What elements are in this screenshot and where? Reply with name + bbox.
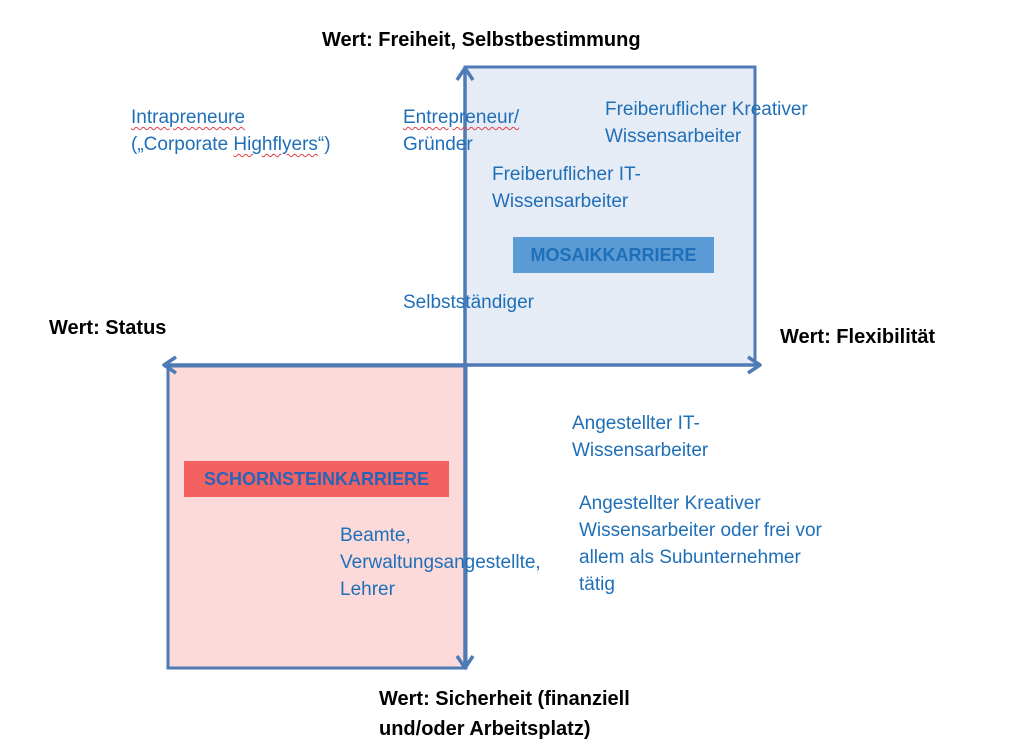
schornstein-quadrant bbox=[166, 364, 468, 670]
label-intrapreneure: Intrapreneure („Corporate Highflyers“) bbox=[131, 104, 331, 158]
intrapreneure-line1: Intrapreneure bbox=[131, 107, 246, 128]
intrapreneure-line2b: Highflyers bbox=[233, 134, 318, 155]
entrepreneur-line1: Entrepreneur/ bbox=[403, 107, 520, 128]
label-freiberufler-it: Freiberuflicher IT- Wissensarbeiter bbox=[492, 164, 641, 212]
label-angestellter-it: Angestellter IT- Wissensarbeiter bbox=[572, 413, 709, 461]
label-beamte: Beamte, Verwaltungsangestellte, Lehrer bbox=[340, 525, 541, 600]
intrapreneure-line2c: “) bbox=[317, 134, 331, 155]
down-arrowhead bbox=[455, 655, 475, 670]
axis-label-left: Wert: Status bbox=[49, 317, 167, 339]
right-arrowhead bbox=[747, 355, 762, 375]
axis-label-right: Wert: Flexibilität bbox=[780, 326, 936, 348]
left-arrowhead bbox=[162, 355, 177, 375]
schornstein-badge: SCHORNSTEINKARRIERE bbox=[184, 461, 449, 497]
label-selbststaendiger: Selbstständiger bbox=[403, 292, 534, 313]
label-freiberufler-kreativ: Freiberuflicher Kreativer Wissensarbeite… bbox=[605, 99, 808, 147]
intrapreneure-line2a: („Corporate bbox=[131, 134, 234, 155]
axis-label-top: Wert: Freiheit, Selbstbestimmung bbox=[322, 29, 641, 51]
mosaik-quadrant bbox=[463, 65, 757, 367]
axis-label-bottom: Wert: Sicherheit (finanziell und/oder Ar… bbox=[379, 688, 630, 740]
up-arrowhead bbox=[455, 66, 475, 81]
label-angestellter-kreativ: Angestellter Kreativer Wissensarbeiter o… bbox=[579, 493, 822, 595]
mosaik-badge: MOSAIKKARRIERE bbox=[513, 237, 714, 273]
label-entrepreneur: Entrepreneur/ Gründer bbox=[403, 104, 519, 158]
entrepreneur-line2: Gründer bbox=[403, 134, 473, 155]
